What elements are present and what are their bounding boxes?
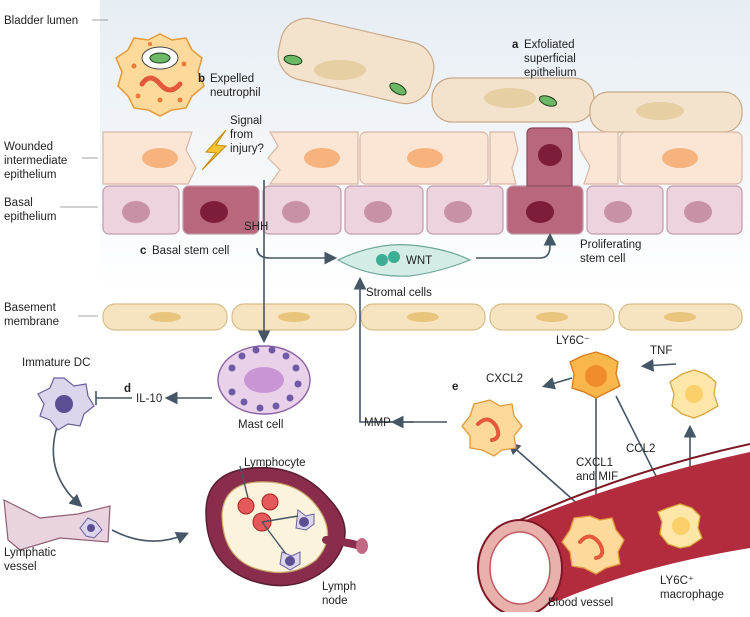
label-basement-2: membrane (4, 316, 59, 328)
label-proliferating-2: stem cell (580, 253, 625, 265)
exfoliated-epithelium (277, 17, 743, 133)
wnt-granule-1 (376, 254, 388, 266)
basal-epithelium (102, 185, 743, 235)
expelled-neutrophil (115, 33, 205, 117)
intermediate-nuclei (142, 148, 698, 168)
lymph-node (205, 465, 368, 587)
label-proliferating-1: Proliferating (580, 239, 641, 251)
label-tnf: TNF (650, 345, 672, 357)
panel-letter-d: d (124, 383, 131, 395)
panel-letter-a: a (512, 39, 519, 51)
label-lymphatic-1: Lymphatic (4, 547, 56, 559)
label-guides (60, 19, 108, 317)
label-wounded-3: epithelium (4, 169, 56, 181)
label-lymphatic-2: vessel (4, 561, 37, 573)
stromal-cell (336, 244, 472, 277)
label-wounded-2: intermediate (4, 155, 67, 167)
signal-arrows (52, 180, 697, 544)
label-immature-dc: Immature DC (22, 357, 90, 369)
label-lymphocyte: Lymphocyte (244, 457, 306, 469)
label-lymph-2: node (322, 595, 348, 607)
blood-vessel (477, 443, 750, 617)
ly6c-neg-monocyte (569, 351, 621, 399)
panel-letter-c: c (140, 245, 147, 257)
basal-nuclei (122, 201, 712, 223)
proliferating-nucleus-upper (538, 144, 562, 166)
wnt-granule-2 (388, 251, 400, 263)
label-ccl2: CCL2 (626, 443, 655, 455)
intermediate-epithelium (102, 131, 743, 185)
label-blood-vessel: Blood vessel (548, 597, 613, 609)
ly6c-pos-macrophage (657, 503, 703, 549)
label-wounded-1: Wounded (4, 141, 53, 153)
lymphatic-vessel (3, 498, 111, 551)
label-ly6c-pos-2: macrophage (660, 589, 724, 601)
tnf-macrophage (669, 369, 719, 419)
label-ly6c-pos-1: LY6C⁺ (660, 575, 694, 587)
label-bladder-lumen: Bladder lumen (4, 15, 78, 27)
label-mmp: MMP (364, 417, 391, 429)
label-il10: IL-10 (136, 393, 162, 405)
label-basement-1: Basement (4, 302, 57, 314)
il10-inhibition (95, 391, 132, 405)
label-cxcl1-1: CXCL1 (576, 457, 613, 469)
mast-cell (217, 345, 311, 415)
label-expelled-2: neutrophil (210, 87, 261, 99)
label-wnt: WNT (406, 255, 432, 267)
basement-nuclei (149, 312, 696, 322)
label-cxcl1-2: and MIF (576, 471, 618, 483)
neutrophil-recruited (561, 515, 625, 575)
injury-signal-icon (201, 129, 228, 171)
label-cxcl2: CXCL2 (486, 373, 523, 385)
label-signal-2: from (230, 129, 253, 141)
label-exfoliated-2: superficial (524, 53, 576, 65)
label-ly6c-neg: LY6C⁻ (556, 335, 590, 347)
label-basal-stem-cell: Basal stem cell (152, 245, 229, 257)
label-exfoliated-1: Exfoliated (524, 39, 575, 51)
neutrophil-tissue (461, 399, 523, 457)
label-basal-2: epithelium (4, 211, 56, 223)
label-mast-cell: Mast cell (238, 419, 283, 431)
label-signal-3: injury? (230, 143, 264, 155)
label-shh: SHH (244, 221, 268, 233)
immature-dc (37, 377, 95, 431)
label-signal-1: Signal (230, 115, 262, 127)
bacteria (283, 54, 558, 107)
label-lymph-1: Lymph (322, 581, 356, 593)
label-exfoliated-3: epithelium (524, 67, 576, 79)
label-basal-1: Basal (4, 197, 33, 209)
panel-letter-e: e (452, 381, 458, 393)
label-expelled-1: Expelled (210, 73, 254, 85)
label-stromal-cells: Stromal cells (366, 287, 432, 299)
panel-letter-b: b (198, 73, 205, 85)
